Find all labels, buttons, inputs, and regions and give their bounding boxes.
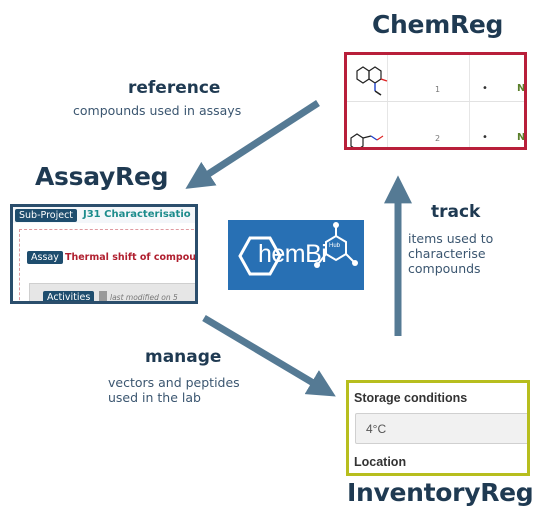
logo-hub-text: Hub [329,243,341,249]
manage-label: manage [145,347,222,367]
chemreg-row: 2 • N [347,102,526,147]
chemreg-row-m: N [517,83,526,94]
track-description-line: compounds [408,261,481,276]
chemreg-preview: 1 • N 2 • N [344,52,527,150]
subproject-tag: Sub-Project [15,209,78,222]
chembi-hub-logo: hemBi Hub [228,220,364,290]
manage-description-line: vectors and peptides [108,375,240,390]
hexagon-icon [238,222,358,276]
storage-conditions-label: Storage conditions [354,391,468,405]
reference-description: compounds used in assays [73,103,242,118]
reference-label: reference [128,78,221,98]
manage-arrow [202,314,336,397]
chemreg-row: 1 • N [347,55,524,102]
track-description: items used to characterise compounds [408,231,493,276]
last-modified: last modified on 5 [110,293,178,302]
track-description-line: characterise [408,246,486,261]
chemreg-row-m: N [517,132,526,143]
activities-icon [99,291,107,301]
chemreg-row-number: 1 [435,85,441,94]
logo-text: hemBi [258,240,327,268]
activities-tag: Activities [43,291,95,301]
assay-panel [19,229,195,301]
track-label: track [431,202,481,222]
inventoryreg-title: InventoryReg [347,478,533,507]
molecule-icon [350,133,384,147]
inventoryreg-preview: Storage conditions 4°C Location [346,380,530,476]
molecule-icon [356,66,388,96]
chemreg-title: ChemReg [372,10,504,39]
chemreg-row-number: 2 [435,134,441,143]
track-description-line: items used to [408,231,494,246]
assay-tag: Assay [27,251,63,264]
subproject-value: J31 Characterisatio [83,209,191,220]
manage-description: vectors and peptides used in the lab [108,375,240,405]
storage-conditions-value: 4°C [366,422,387,436]
chemreg-row-dot: • [482,132,488,143]
chemreg-row-dot: • [482,83,488,94]
assayreg-title: AssayReg [35,162,169,191]
storage-conditions-field[interactable]: 4°C [355,413,527,444]
reference-arrow [185,100,320,189]
assay-value: Thermal shift of compou [65,252,197,263]
manage-description-line: used in the lab [108,390,201,405]
location-label: Location [354,455,407,469]
assayreg-preview: Sub-Project J31 Characterisatio Assay Th… [10,204,198,304]
